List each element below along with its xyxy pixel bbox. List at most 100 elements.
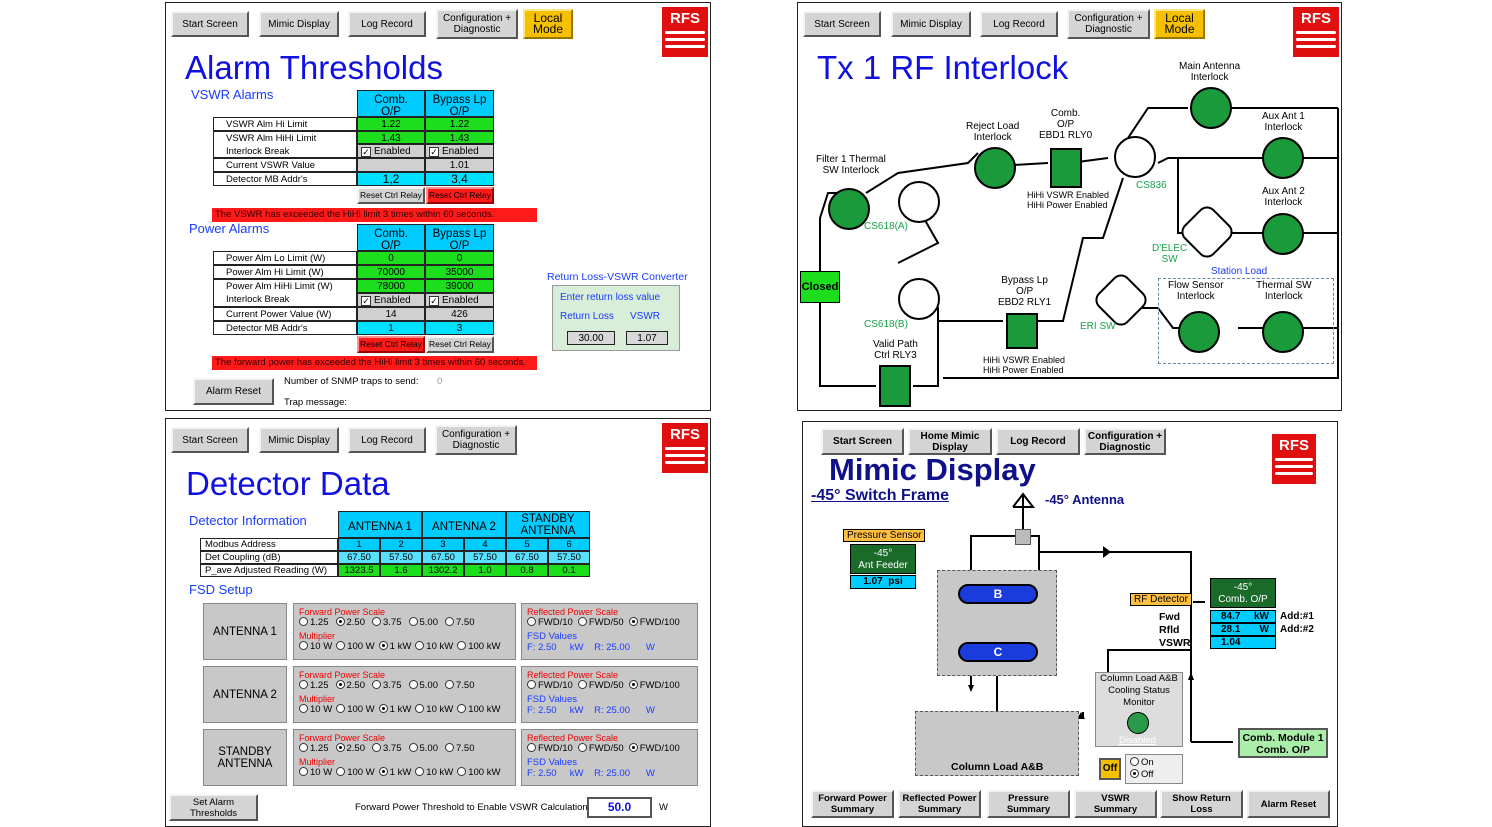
- forward-scale-radio[interactable]: 3.75: [372, 743, 402, 754]
- multiplier-radio[interactable]: 10 kW: [415, 641, 453, 652]
- detector-cell[interactable]: 1: [338, 538, 380, 551]
- radio-icon[interactable]: [415, 704, 425, 713]
- radio-icon[interactable]: [628, 617, 638, 626]
- reflected-power-summary-button[interactable]: Reflected Power Summary: [898, 790, 981, 818]
- forward-scale-radio[interactable]: 2.50: [335, 743, 365, 754]
- off-state-button[interactable]: Off: [1099, 758, 1121, 780]
- multiplier-radio[interactable]: 100 kW: [457, 767, 500, 778]
- radio-icon[interactable]: [378, 704, 388, 713]
- flow-sensor-interlock-icon[interactable]: [1178, 311, 1220, 353]
- port-c[interactable]: C: [958, 642, 1038, 662]
- alarm-reset-button[interactable]: Alarm Reset: [193, 378, 274, 405]
- forward-scale-radio[interactable]: 5.00: [408, 680, 438, 691]
- radio-icon[interactable]: [527, 617, 536, 626]
- vswr-hihi-bypass[interactable]: 1.43: [425, 131, 494, 144]
- radio-icon[interactable]: [577, 743, 587, 752]
- radio-icon[interactable]: [577, 617, 587, 626]
- mimic-display-button[interactable]: Mimic Display: [259, 11, 339, 37]
- radio-icon[interactable]: [336, 641, 346, 650]
- power-detector-bypass[interactable]: 3: [425, 321, 494, 335]
- radio-icon[interactable]: [299, 641, 308, 650]
- local-mode-button[interactable]: Local Mode: [523, 9, 573, 39]
- radio-icon[interactable]: [628, 680, 638, 689]
- detector-cell[interactable]: 57.50: [380, 551, 422, 564]
- vswr-summary-button[interactable]: VSWR Summary: [1074, 790, 1157, 818]
- radio-icon[interactable]: [372, 680, 381, 689]
- multiplier-radio[interactable]: 10 kW: [415, 704, 453, 715]
- radio-icon[interactable]: [408, 617, 418, 626]
- reset-ctrl-relay-button[interactable]: Reset Ctrl Relay: [357, 187, 425, 204]
- vswr-hi-bypass[interactable]: 1.22: [425, 117, 494, 131]
- mimic-display-button[interactable]: Mimic Display: [891, 11, 971, 37]
- detector-cell[interactable]: 4: [464, 538, 506, 551]
- forward-scale-radio[interactable]: 7.50: [445, 743, 475, 754]
- aux-ant2-interlock-icon[interactable]: [1262, 213, 1304, 255]
- reset-ctrl-relay-button-red[interactable]: Reset Ctrl Relay: [426, 187, 494, 204]
- log-record-button[interactable]: Log Record: [980, 11, 1058, 37]
- detector-cell[interactable]: 5: [506, 538, 548, 551]
- start-screen-button[interactable]: Start Screen: [821, 428, 904, 455]
- vswr-interlock-comb[interactable]: ✓Enabled: [357, 144, 425, 158]
- radio-icon[interactable]: [378, 641, 388, 650]
- port-b[interactable]: B: [958, 584, 1038, 604]
- detector-cell[interactable]: 57.50: [464, 551, 506, 564]
- start-screen-button[interactable]: Start Screen: [171, 427, 249, 453]
- multiplier-radio[interactable]: 1 kW: [378, 704, 411, 715]
- detector-cell[interactable]: 67.50: [338, 551, 380, 564]
- radio-icon[interactable]: [335, 680, 345, 689]
- detector-cell[interactable]: 6: [548, 538, 590, 551]
- radio-icon[interactable]: [445, 743, 454, 752]
- radio-icon[interactable]: [299, 617, 308, 626]
- radio-icon[interactable]: [577, 680, 587, 689]
- mimic-display-button[interactable]: Mimic Display: [259, 427, 339, 453]
- radio-icon[interactable]: [527, 680, 536, 689]
- multiplier-radio[interactable]: 10 W: [299, 641, 332, 652]
- radio-icon[interactable]: [457, 641, 467, 650]
- radio-icon[interactable]: [445, 680, 454, 689]
- multiplier-radio[interactable]: 10 kW: [415, 767, 453, 778]
- radio-icon[interactable]: [378, 767, 388, 776]
- forward-scale-radio[interactable]: 1.25: [299, 680, 329, 691]
- check-icon[interactable]: ✓: [429, 147, 439, 157]
- cs618b-switch-icon[interactable]: [898, 278, 940, 320]
- threshold-input[interactable]: 50.0: [587, 797, 652, 818]
- multiplier-radio[interactable]: 100 W: [336, 704, 375, 715]
- radio-icon[interactable]: [408, 680, 418, 689]
- radio-icon[interactable]: [415, 767, 425, 776]
- aux-ant1-interlock-icon[interactable]: [1262, 137, 1304, 179]
- reflected-scale-radio[interactable]: FWD/10: [527, 680, 573, 691]
- power-interlock-comb[interactable]: ✓Enabled: [357, 293, 425, 307]
- reflected-scale-radio[interactable]: FWD/50: [577, 743, 624, 754]
- forward-scale-radio[interactable]: 1.25: [299, 743, 329, 754]
- radio-icon[interactable]: [335, 743, 345, 752]
- reset-ctrl-relay-button-red[interactable]: Reset Ctrl Relay: [357, 336, 425, 353]
- radio-icon[interactable]: [457, 704, 467, 713]
- on-radio-icon[interactable]: [1130, 757, 1139, 766]
- forward-scale-radio[interactable]: 7.50: [445, 680, 475, 691]
- power-interlock-bypass[interactable]: ✓Enabled: [425, 293, 494, 307]
- configuration-diagnostic-button[interactable]: Configuration + Diagnostic: [435, 425, 517, 455]
- start-screen-button[interactable]: Start Screen: [803, 11, 881, 37]
- reflected-scale-radio[interactable]: FWD/10: [527, 743, 573, 754]
- reject-load-interlock-icon[interactable]: [974, 147, 1016, 189]
- multiplier-radio[interactable]: 100 W: [336, 641, 375, 652]
- multiplier-radio[interactable]: 100 W: [336, 767, 375, 778]
- vswr-hi-comb[interactable]: 1.22: [357, 117, 425, 131]
- cs618a-switch-icon[interactable]: [898, 181, 940, 223]
- forward-scale-radio[interactable]: 1.25: [299, 617, 329, 628]
- radio-icon[interactable]: [299, 704, 308, 713]
- return-loss-input[interactable]: 30.00: [567, 331, 615, 345]
- check-icon[interactable]: ✓: [361, 296, 371, 306]
- radio-icon[interactable]: [372, 617, 381, 626]
- radio-icon[interactable]: [527, 743, 536, 752]
- off-radio[interactable]: Off: [1130, 769, 1178, 781]
- valid-path-relay-icon[interactable]: [879, 365, 911, 407]
- bypass-relay-icon[interactable]: [1006, 313, 1038, 349]
- configuration-diagnostic-button[interactable]: Configuration + Diagnostic: [1084, 428, 1166, 455]
- multiplier-radio[interactable]: 100 kW: [457, 641, 500, 652]
- radio-icon[interactable]: [336, 704, 346, 713]
- log-record-button[interactable]: Log Record: [348, 11, 426, 37]
- radio-icon[interactable]: [408, 743, 418, 752]
- closed-status-box[interactable]: Closed: [800, 271, 840, 303]
- radio-icon[interactable]: [299, 743, 308, 752]
